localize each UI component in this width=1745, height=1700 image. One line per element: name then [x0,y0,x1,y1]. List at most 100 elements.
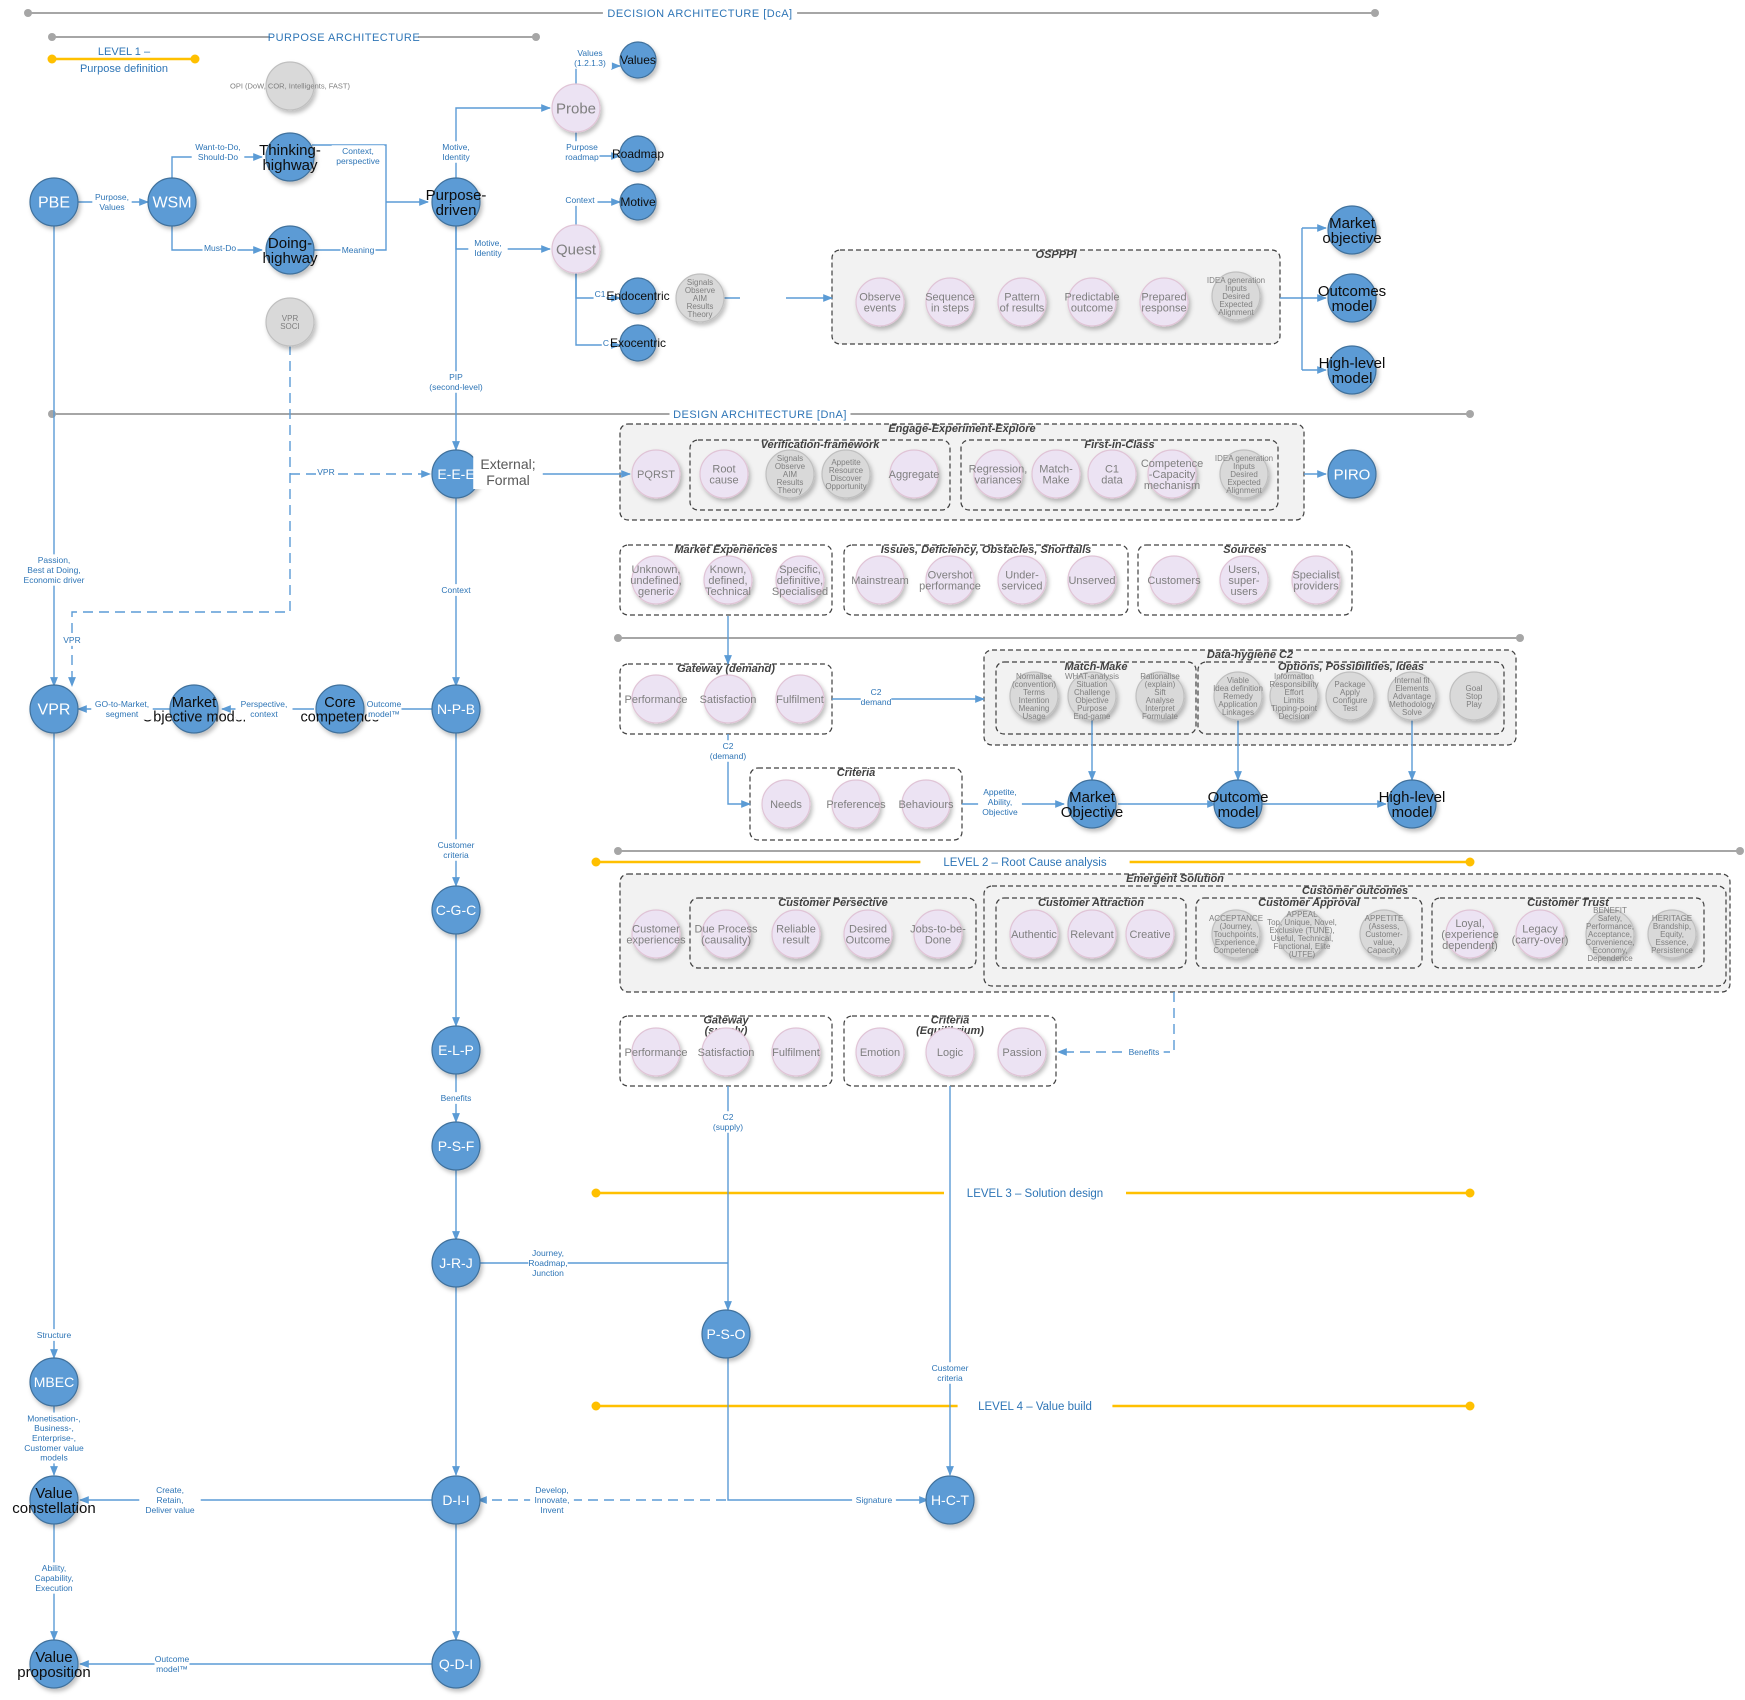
svg-text:PBE: PBE [38,195,70,212]
svg-text:N-P-B: N-P-B [437,701,475,717]
edge-label: VPR [317,466,335,478]
svg-text:VPR: VPR [63,635,80,645]
svg-text:Customer Attraction: Customer Attraction [1038,897,1144,909]
svg-text:Q-D-I: Q-D-I [439,1656,473,1672]
diagram-node: Thinking-highway [259,132,321,182]
svg-text:C: C [603,338,609,348]
diagram-node: Passion [997,1027,1047,1077]
diagram-node: Under-serviced [997,555,1047,605]
svg-text:OSPPPI: OSPPPI [1036,249,1078,261]
diagram-node: Relevant [1067,909,1117,959]
svg-text:C1: C1 [595,289,606,299]
edge-label: Create,Retain,Deliver value [139,1484,201,1516]
svg-text:Satisfaction: Satisfaction [700,694,757,706]
svg-text:PIRO: PIRO [1334,466,1371,483]
group-box: Options, Possibilities, Ideas [1197,661,1505,735]
svg-text:Monetisation-,Business-,Enterp: Monetisation-,Business-,Enterprise-,Cust… [24,1413,84,1462]
diagram-node: Fulfilment [775,674,825,724]
group-box: Customer Trust [1431,897,1705,969]
diagram-node: Quest [551,224,601,274]
svg-text:GO-to-Market,segment: GO-to-Market,segment [95,699,149,719]
level-line: LEVEL 3 – Solution design [591,1185,1475,1201]
edge-label: Journey,Roadmap,Junction [528,1247,568,1279]
svg-text:Passion: Passion [1002,1047,1041,1059]
connector [1057,992,1175,1056]
svg-text:PURPOSE ARCHITECTURE: PURPOSE ARCHITECTURE [268,32,420,44]
svg-text:ACCEPTANCE(Journey,Touchpoints: ACCEPTANCE(Journey,Touchpoints,Experienc… [1209,914,1263,955]
edge-label: Purpose,Values [92,191,132,213]
svg-text:Under-serviced: Under-serviced [1002,569,1043,592]
svg-text:Quest: Quest [556,241,597,258]
svg-text:Benefits: Benefits [441,1093,472,1103]
diagram-node: Values [619,41,657,79]
level-line: LEVEL 1 –Purpose definition [47,46,200,75]
diagram-node: Match-Make [1031,449,1081,499]
svg-text:Emotion: Emotion [860,1047,900,1059]
svg-text:Known,defined,Technical: Known,defined,Technical [705,564,751,598]
svg-text:E-L-P: E-L-P [438,1042,474,1058]
diagram-node: E-L-P [431,1025,481,1075]
diagram-node: C-G-C [431,885,481,935]
svg-text:C2(supply): C2(supply) [713,1112,743,1132]
diagram-node: Unserved [1067,555,1117,605]
edge-label: Ability,Capability,Execution [27,1562,81,1594]
diagram-node: Performance [625,674,687,724]
edge-label: Signature [852,1494,896,1506]
edge-label: Perspective,context [235,698,293,720]
svg-text:Options, Possibilities, Ideas: Options, Possibilities, Ideas [1278,661,1424,673]
group-box: Match-Make [995,661,1197,735]
svg-text:MBEC: MBEC [34,1374,74,1390]
edge-label: Context [562,194,598,206]
diagram-node: H-C-T [925,1475,975,1525]
edge-label: Passion,Best at Doing,Economic driver [18,554,90,586]
svg-text:Behaviours: Behaviours [898,799,954,811]
diagram-node: Needs [761,779,811,829]
edge-label: Benefits [1124,1046,1164,1058]
diagram-node: Aggregate [889,449,939,499]
edge-label: C1 [593,288,607,300]
svg-text:Context,perspective: Context,perspective [336,146,380,166]
edge-label: Structure [32,1329,76,1341]
svg-text:Context: Context [565,195,595,205]
svg-text:WSM: WSM [152,195,191,212]
svg-text:Users,super-users: Users,super-users [1228,564,1260,598]
group-box: Verification-framework [689,439,951,511]
svg-text:Needs: Needs [770,799,802,811]
svg-text:First-in-Class: First-in-Class [1084,439,1154,451]
diagram-node: WSM [147,177,197,227]
svg-text:DECISION ARCHITECTURE [DcA]: DECISION ARCHITECTURE [DcA] [607,8,792,20]
header-rail: DESIGN ARCHITECTURE [DnA] [48,407,1474,421]
svg-text:Unserved: Unserved [1068,575,1115,587]
svg-text:Exocentric: Exocentric [610,336,666,350]
edge-label: C [601,337,611,349]
svg-text:OPI (DoW, COR, Intelligents, F: OPI (DoW, COR, Intelligents, FAST) [230,82,351,91]
diagram-node: Specific,definitive,Specialised [772,555,828,605]
edge-label: C2(supply) [708,1111,748,1133]
